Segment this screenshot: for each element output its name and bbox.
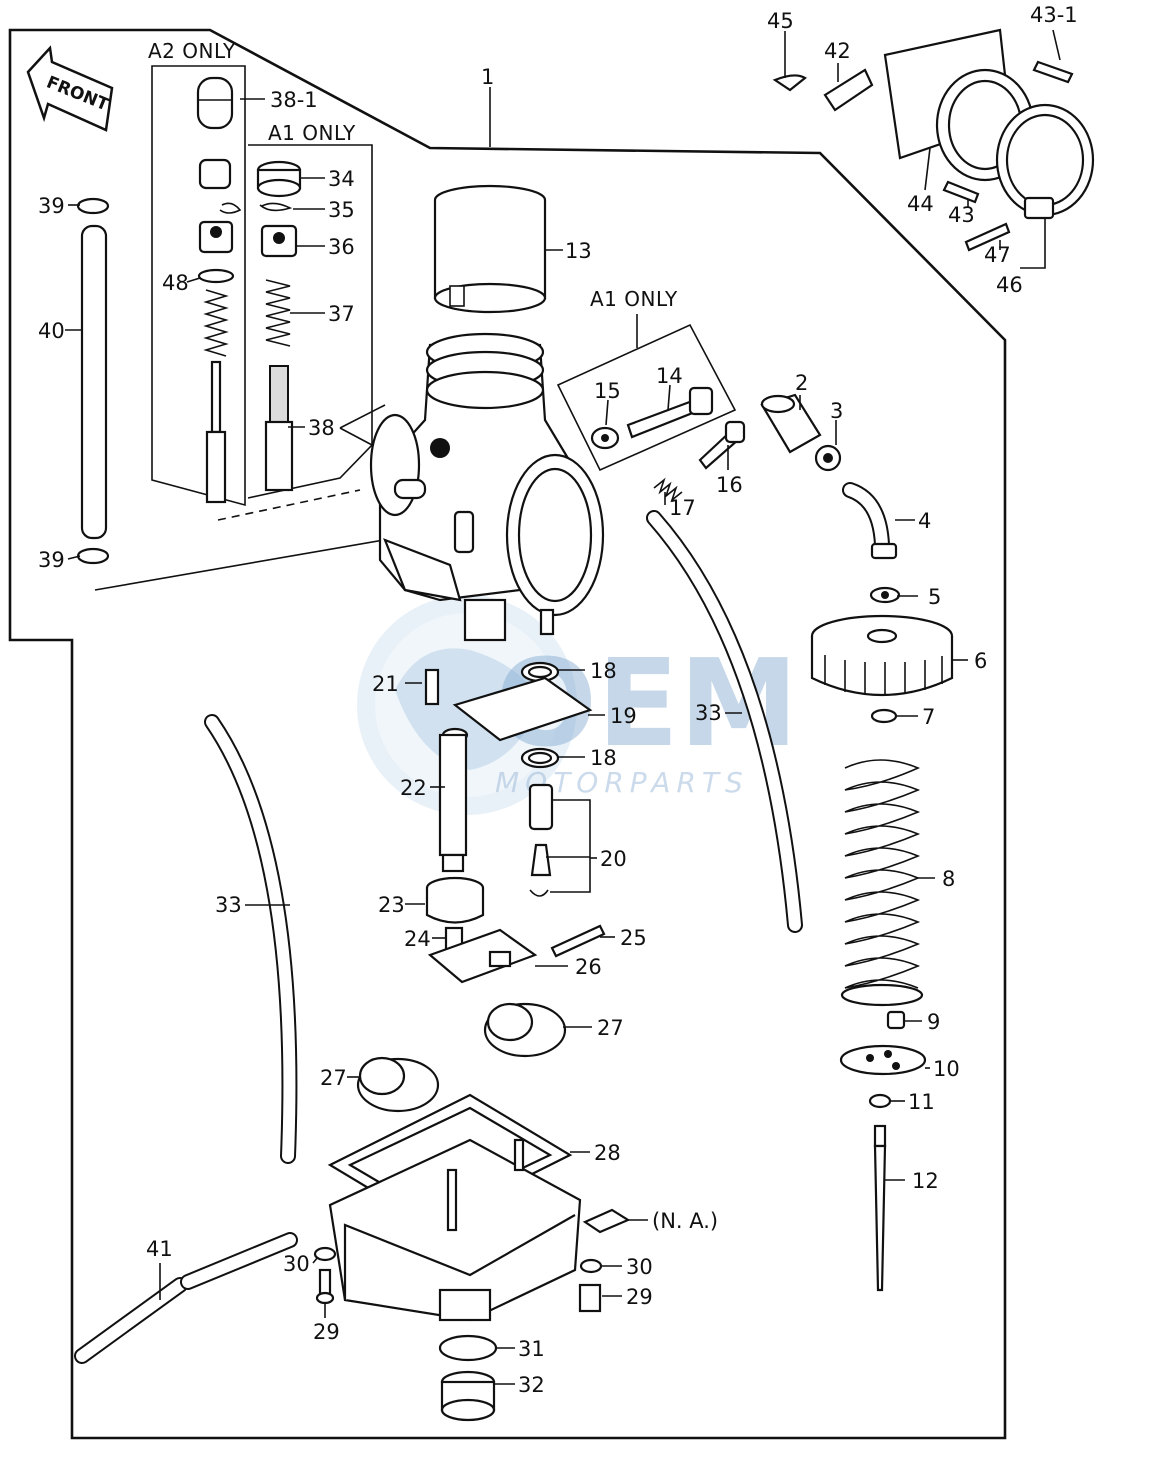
callout-27-left: 27 — [320, 1066, 347, 1090]
callout-10: 10 — [933, 1057, 960, 1081]
part-18-22-jets — [424, 661, 593, 897]
callout-41: 41 — [146, 1237, 173, 1261]
callout-25: 25 — [620, 926, 647, 950]
leader-lines — [65, 29, 1061, 1385]
part-16-17-air-screw — [653, 420, 746, 503]
part-40-tube — [76, 197, 110, 565]
part-28-float-bowl — [327, 1093, 582, 1322]
group-a1-only-left: A1 ONLY — [247, 121, 373, 499]
part-33-hoses — [204, 510, 803, 1164]
callout-30-left: 30 — [283, 1252, 310, 1276]
callout-35: 35 — [328, 198, 355, 222]
a2-only-header: A2 ONLY — [148, 39, 236, 63]
callout-13: 13 — [565, 239, 592, 263]
part-29-30-screws — [313, 1208, 631, 1313]
callout-47: 47 — [984, 243, 1011, 267]
part-13-slide — [433, 184, 547, 314]
callout-na: (N. A.) — [652, 1209, 718, 1233]
callout-26: 26 — [575, 955, 602, 979]
callout-16: 16 — [716, 473, 743, 497]
callout-15: 15 — [594, 379, 621, 403]
part-41-hose — [74, 1232, 298, 1364]
callout-12: 12 — [912, 1169, 939, 1193]
callout-5: 5 — [928, 585, 941, 609]
part-42-47-intake — [772, 28, 1095, 252]
callout-17: 17 — [669, 496, 696, 520]
callout-34: 34 — [328, 167, 355, 191]
callout-46: 46 — [996, 273, 1023, 297]
callout-33-right: 33 — [695, 701, 722, 725]
part-27-floats — [356, 1002, 567, 1113]
callout-45: 45 — [767, 9, 794, 33]
callout-28: 28 — [594, 1141, 621, 1165]
callout-20: 20 — [600, 847, 627, 871]
callout-36: 36 — [328, 235, 355, 259]
callout-38: 38 — [308, 416, 335, 440]
callout-9: 9 — [927, 1010, 940, 1034]
part-1-carburetor-body — [369, 332, 605, 642]
callout-8: 8 — [942, 867, 955, 891]
callout-23: 23 — [378, 893, 405, 917]
callout-3: 3 — [830, 399, 843, 423]
part-9-12-needle — [839, 1010, 927, 1292]
callout-labels: 1 38-1 34 35 36 37 38 48 39 39 40 13 15 … — [38, 3, 1078, 1397]
callout-30-right: 30 — [626, 1255, 653, 1279]
callout-1: 1 — [481, 65, 494, 89]
front-arrow-icon: FRONT — [26, 45, 114, 132]
callout-33-left: 33 — [215, 893, 242, 917]
callout-29-left: 29 — [313, 1320, 340, 1344]
callout-43: 43 — [948, 203, 975, 227]
callout-48: 48 — [162, 271, 189, 295]
part-8-spring — [840, 759, 924, 1007]
callout-42: 42 — [824, 39, 851, 63]
callout-19: 19 — [610, 704, 637, 728]
part-2-5-fittings — [760, 393, 901, 604]
callout-2: 2 — [795, 371, 808, 395]
callout-39-top: 39 — [38, 194, 65, 218]
group-a2-only: A2 ONLY — [148, 39, 246, 507]
callout-4: 4 — [918, 509, 931, 533]
callout-11: 11 — [908, 1090, 935, 1114]
callout-14: 14 — [656, 364, 683, 388]
callout-39-bottom: 39 — [38, 548, 65, 572]
part-23-26-float-hardware — [425, 876, 606, 984]
group-a1-only-mid: A1 ONLY — [556, 287, 737, 472]
part-6-top-cap — [810, 614, 954, 724]
callout-31: 31 — [518, 1337, 545, 1361]
callout-37: 37 — [328, 302, 355, 326]
a1-only-mid-header: A1 ONLY — [590, 287, 678, 311]
callout-32: 32 — [518, 1373, 545, 1397]
callout-22: 22 — [400, 776, 427, 800]
callout-43-1: 43-1 — [1030, 3, 1078, 27]
callout-6: 6 — [974, 649, 987, 673]
callout-38-1: 38-1 — [270, 88, 318, 112]
a1-only-left-header: A1 ONLY — [268, 121, 356, 145]
callout-18-bottom: 18 — [590, 746, 617, 770]
callout-29-right: 29 — [626, 1285, 653, 1309]
callout-18-top: 18 — [590, 659, 617, 683]
callout-24: 24 — [404, 927, 431, 951]
diagram-frame — [8, 28, 1007, 1440]
callout-44: 44 — [907, 192, 934, 216]
callout-7: 7 — [922, 705, 935, 729]
callout-27-right: 27 — [597, 1016, 624, 1040]
callout-40: 40 — [38, 319, 65, 343]
part-31-32-drain — [438, 1334, 498, 1422]
callout-21: 21 — [372, 672, 399, 696]
